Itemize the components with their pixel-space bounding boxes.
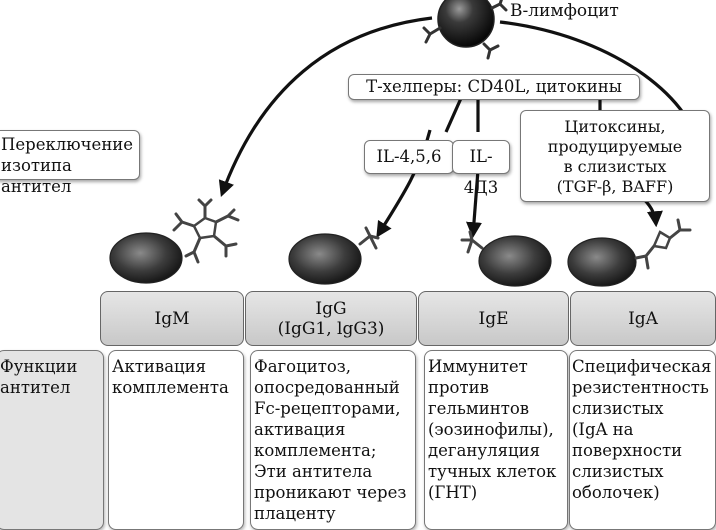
isotype-name: IgE — [478, 308, 509, 329]
isotype-name: IgM — [154, 308, 190, 329]
b-cell-label: В-лимфоцит — [510, 1, 619, 21]
isotype-igm: IgM — [100, 291, 244, 346]
isotype-igg: IgG (IgG1, lgG3) — [245, 291, 417, 346]
function-igg: Фагоцитоз, опосредованный Fc-рецепторами… — [250, 350, 416, 530]
cytokine-il456: IL-4,5,6 — [364, 140, 454, 174]
arrow-to-igm — [218, 16, 433, 198]
arrow-to-ige — [466, 169, 482, 239]
igm-pentamer-icon — [172, 198, 240, 264]
connector-il456 — [444, 95, 464, 133]
isotype-iga: IgA — [570, 291, 716, 346]
cytokine-mucosal: Цитоксины, продуцируемые в слизистых (TG… — [520, 110, 710, 202]
plasma-cells — [109, 232, 637, 287]
isotype-ige: IgE — [418, 291, 569, 346]
isotype-switch-box: Переключение изотипа антител — [0, 130, 140, 196]
isotype-subclasses: (IgG1, lgG3) — [277, 318, 385, 339]
igg-antibody-icon — [358, 226, 380, 250]
iga-dimer-icon — [634, 218, 692, 270]
function-ige: Иммунитет против гельминтов (эозинофилы)… — [424, 350, 568, 530]
function-iga: Специфическая резистентность слизистых (… — [569, 350, 716, 530]
functions-header: Функции антител — [0, 350, 104, 530]
b-cell — [422, 0, 508, 60]
cytokine-il4d3: IL-4Д3 — [452, 140, 510, 197]
isotype-name: IgG — [315, 298, 347, 319]
isotype-name: IgA — [628, 308, 658, 329]
t-helpers-box: Т-хелперы: CD40L, цитокины — [348, 74, 640, 100]
function-igm: Активация комплемента — [108, 350, 244, 530]
ige-antibody-icon — [460, 230, 484, 254]
